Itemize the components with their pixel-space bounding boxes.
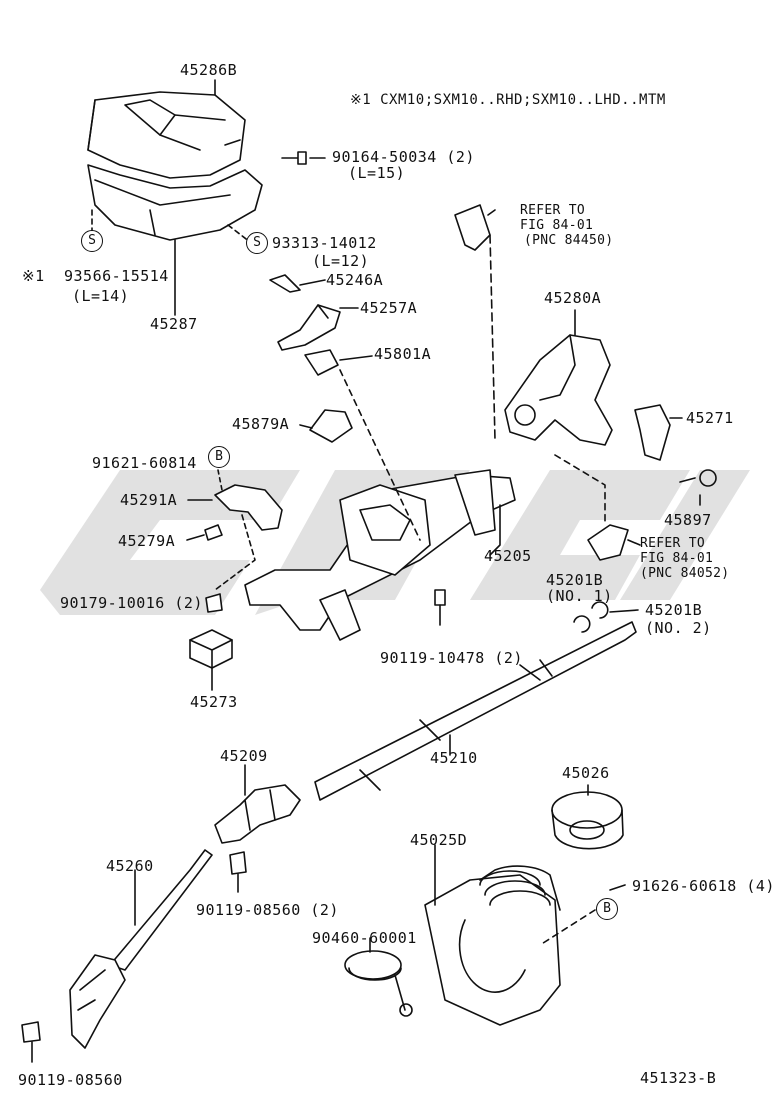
ref-lower-line1: REFER TO [640,536,706,551]
symbol-s-right: S [246,232,268,254]
label-45205: 45205 [484,547,532,565]
upper-column-cover [87,91,246,179]
bolt-90119-10478 [434,589,446,606]
label-45280A: 45280A [544,289,602,307]
label-45201B-no1: 45201B [546,571,604,589]
label-90179: 90179-10016 (2) [60,594,203,612]
label-45271: 45271 [686,409,734,427]
label-45879A: 45879A [232,415,290,433]
switch-ref-upper [454,204,491,251]
label-45286B: 45286B [180,61,238,79]
switch-ref-lower [587,524,629,561]
main-shaft-45210 [314,621,637,801]
label-45246A: 45246A [326,271,384,289]
applicability-note: ※1 CXM10;SXM10..RHD;SXM10..LHD..MTM [350,92,666,108]
label-45260: 45260 [106,857,154,875]
lock-housing-45280A [504,334,613,446]
label-90164-length: (L=15) [348,164,406,182]
ref-lower-line3: (PNC 84052) [640,566,730,581]
hose-clamp-90460 [344,950,413,1017]
label-45201B-no1-qualifier: (NO. 1) [546,587,613,605]
intermediate-shaft-45260 [69,849,213,1049]
label-93566-length: (L=14) [72,287,130,305]
label-45273: 45273 [190,693,238,711]
label-90119-08560-pair: 90119-08560 (2) [196,901,339,919]
nut-45279A [204,524,223,541]
symbol-s-left: S [81,230,103,252]
figure-code: 451323-B [640,1069,717,1087]
clip-45246A [269,274,301,293]
label-45291A: 45291A [120,491,178,509]
bolt-90119-08560b [21,1021,41,1043]
symbol-b-upper: B [208,446,230,468]
label-45897: 45897 [664,511,712,529]
ref-lower-line2: FIG 84-01 [640,551,714,566]
gasket-45271 [634,404,671,461]
label-45210: 45210 [430,749,478,767]
lower-column-cover [87,164,263,241]
label-93566-mark: ※1 [22,267,45,285]
symbol-b-lower: B [596,898,618,920]
bracket-45879A [309,409,353,443]
grommet-45026 [551,791,624,850]
label-90119-08560-single: 90119-08560 [18,1071,123,1089]
nut-90179 [205,593,223,613]
switch-bracket-45257A [277,304,341,351]
label-93313-length: (L=12) [312,252,370,270]
universal-joint-45209 [214,784,301,844]
label-45201B-no2-qualifier: (NO. 2) [645,619,712,637]
label-93313: 93313-14012 [272,234,377,252]
ref-upper-line2: FIG 84-01 [520,218,594,233]
label-91626: 91626-60618 (4) [632,877,775,895]
label-45201B-no2: 45201B [645,601,703,619]
label-45026: 45026 [562,764,610,782]
label-90460: 90460-60001 [312,929,417,947]
label-91621: 91621-60814 [92,454,197,472]
label-45287: 45287 [150,315,198,333]
ref-upper-line3: (PNC 84450) [524,233,614,248]
bolt-90119-08560a [229,851,247,875]
label-45279A: 45279A [118,532,176,550]
label-45025D: 45025D [410,831,468,849]
bracket-45291A [214,484,283,531]
tapping-screw-90164 [281,151,326,165]
label-90119-10478: 90119-10478 (2) [380,649,523,667]
column-tube-45205 [244,469,516,641]
label-90164: 90164-50034 (2) [332,148,475,166]
label-45209: 45209 [220,747,268,765]
label-45801A: 45801A [374,345,432,363]
hole-cover-45025D [424,865,561,1026]
clip-45801A [304,349,339,376]
label-45257A: 45257A [360,299,418,317]
bolt-45897 [679,469,717,487]
label-93566: 93566-15514 [64,267,169,285]
ref-upper-line1: REFER TO [520,203,586,218]
